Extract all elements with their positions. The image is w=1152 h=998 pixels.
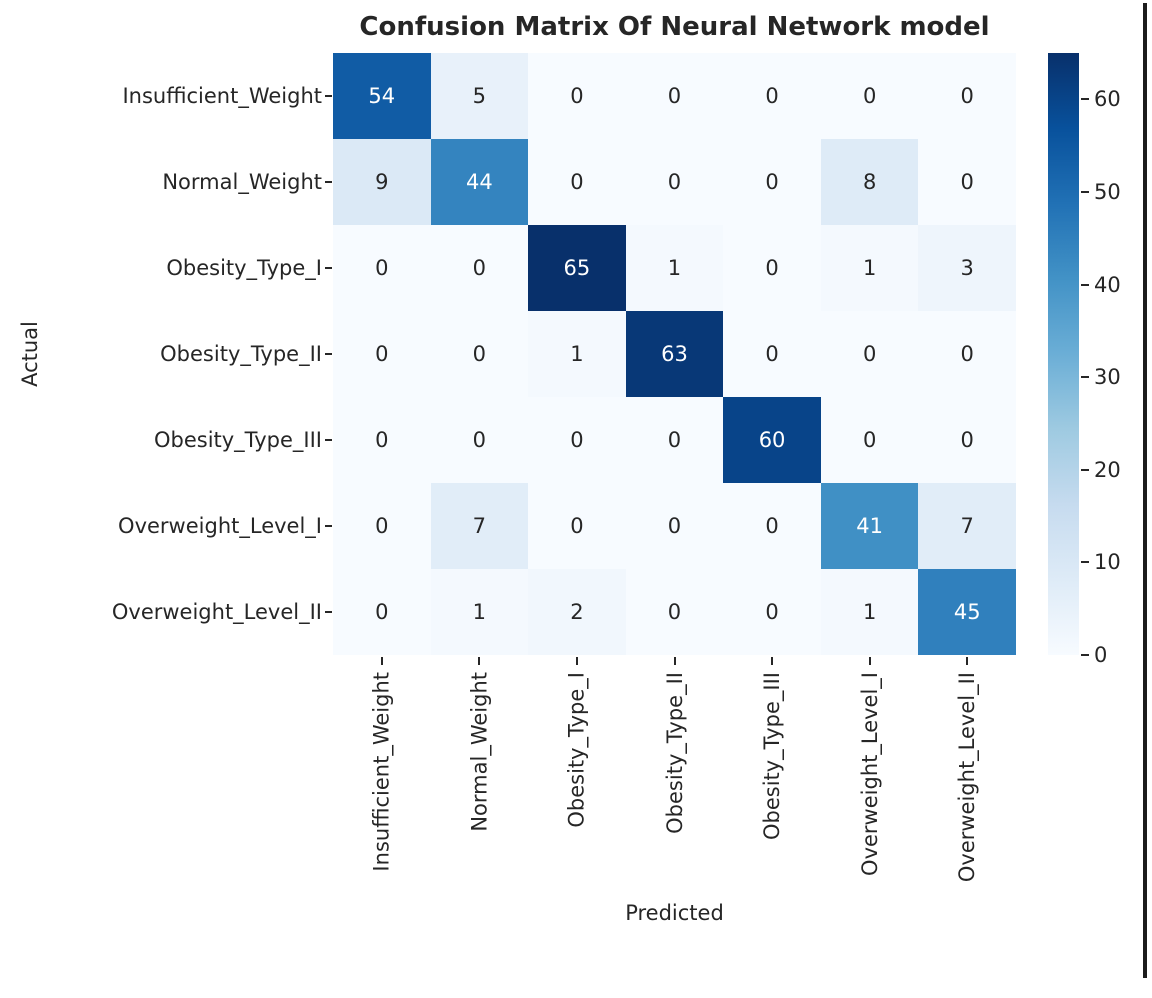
matrix-cell: 0 [918, 53, 1016, 139]
matrix-cell: 1 [820, 569, 919, 655]
matrix-cell: 60 [723, 397, 821, 483]
colorbar-tick-label: 40 [1094, 272, 1121, 297]
matrix-cell: 2 [528, 569, 626, 655]
matrix-cell: 0 [918, 139, 1016, 225]
y-tick-label: Obesity_Type_I [166, 256, 322, 280]
x-tick-mark [966, 657, 969, 665]
matrix-cell: 0 [333, 483, 431, 569]
y-tick-label: Obesity_Type_II [160, 342, 322, 366]
y-tick-mark [325, 267, 332, 269]
matrix-cell: 8 [820, 139, 919, 225]
x-tick-label: Obesity_Type_II [662, 672, 687, 834]
y-tick-mark [325, 181, 332, 183]
matrix-cell: 0 [625, 397, 724, 483]
matrix-cell: 0 [723, 139, 821, 225]
x-tick-label: Overweight_Level_I [857, 672, 882, 876]
matrix-cell: 1 [820, 225, 919, 311]
colorbar-tick-label: 0 [1094, 643, 1108, 667]
matrix-cell: 5 [430, 53, 529, 139]
colorbar-tick-mark [1081, 376, 1089, 379]
matrix-cell: 0 [333, 311, 431, 397]
matrix-cell: 44 [430, 139, 529, 225]
colorbar-tick-mark [1081, 190, 1089, 193]
matrix-cell: 0 [528, 397, 626, 483]
matrix-cell: 41 [820, 483, 919, 569]
matrix-cell: 7 [430, 483, 529, 569]
x-tick-mark [575, 657, 578, 665]
matrix-cell: 1 [430, 569, 529, 655]
colorbar-tick-mark [1081, 283, 1089, 286]
right-border-line [1143, 3, 1147, 978]
y-tick-label: Obesity_Type_III [153, 428, 322, 452]
colorbar-tick-label: 30 [1094, 365, 1121, 390]
y-tick-mark [325, 95, 332, 97]
x-tick-mark [868, 657, 871, 665]
matrix-cell: 45 [918, 569, 1016, 655]
matrix-cell: 1 [625, 225, 724, 311]
x-tick-label: Normal_Weight [467, 672, 492, 832]
y-tick-mark [325, 525, 332, 527]
matrix-cell: 0 [430, 311, 529, 397]
matrix-cell: 7 [918, 483, 1016, 569]
matrix-cell: 0 [723, 53, 821, 139]
colorbar-tick-label: 10 [1094, 550, 1121, 575]
y-tick-label: Normal_Weight [162, 170, 322, 194]
matrix-cell: 0 [723, 225, 821, 311]
colorbar-tick-label: 60 [1094, 87, 1121, 112]
x-tick-label: Obesity_Type_III [760, 672, 785, 841]
y-tick-label: Overweight_Level_I [118, 514, 322, 538]
x-tick-label: Insufficient_Weight [369, 672, 394, 872]
matrix-cell: 0 [625, 53, 724, 139]
x-tick-label: Overweight_Level_II [955, 672, 980, 883]
matrix-cell: 0 [625, 483, 724, 569]
y-tick-mark [325, 353, 332, 355]
matrix-cell: 0 [430, 397, 529, 483]
matrix-cell: 65 [528, 225, 626, 311]
chart-title: Confusion Matrix Of Neural Network model [359, 12, 990, 42]
matrix-cell: 54 [333, 53, 431, 139]
matrix-cell: 0 [528, 53, 626, 139]
y-tick-label: Overweight_Level_II [111, 600, 322, 624]
matrix-cell: 0 [333, 225, 431, 311]
colorbar-tick-mark [1081, 654, 1089, 656]
x-axis-title: Predicted [625, 901, 724, 925]
matrix-cell: 0 [723, 569, 821, 655]
matrix-cell: 0 [723, 483, 821, 569]
matrix-cell: 0 [918, 397, 1016, 483]
x-tick-label: Obesity_Type_I [564, 672, 589, 828]
colorbar-tick-mark [1081, 468, 1089, 471]
x-tick-mark [771, 657, 774, 665]
matrix-cell: 3 [918, 225, 1016, 311]
y-tick-mark [325, 439, 332, 441]
matrix-cell: 0 [625, 139, 724, 225]
y-tick-mark [325, 611, 332, 613]
matrix-cell: 0 [918, 311, 1016, 397]
matrix-cell: 0 [723, 311, 821, 397]
matrix-cell: 0 [820, 311, 919, 397]
colorbar-tick-mark [1081, 98, 1089, 101]
matrix-cell: 63 [625, 311, 724, 397]
y-tick-label: Insufficient_Weight [122, 84, 322, 108]
matrix-cell: 0 [820, 397, 919, 483]
matrix-cell: 0 [625, 569, 724, 655]
x-tick-mark [380, 657, 383, 665]
matrix-cell: 0 [528, 483, 626, 569]
matrix-cell: 9 [333, 139, 431, 225]
matrix-cell: 0 [430, 225, 529, 311]
matrix-cell: 0 [820, 53, 919, 139]
matrix-cell: 0 [333, 397, 431, 483]
matrix-cell: 0 [333, 569, 431, 655]
colorbar-tick-label: 50 [1094, 179, 1121, 204]
colorbar-tick-mark [1081, 561, 1089, 564]
colorbar-tick-label: 20 [1094, 457, 1121, 482]
matrix-cell: 0 [528, 139, 626, 225]
x-tick-mark [478, 657, 481, 665]
colorbar [1048, 53, 1079, 655]
x-tick-mark [673, 657, 676, 665]
y-axis-title: Actual [18, 321, 42, 387]
matrix-cell: 1 [528, 311, 626, 397]
